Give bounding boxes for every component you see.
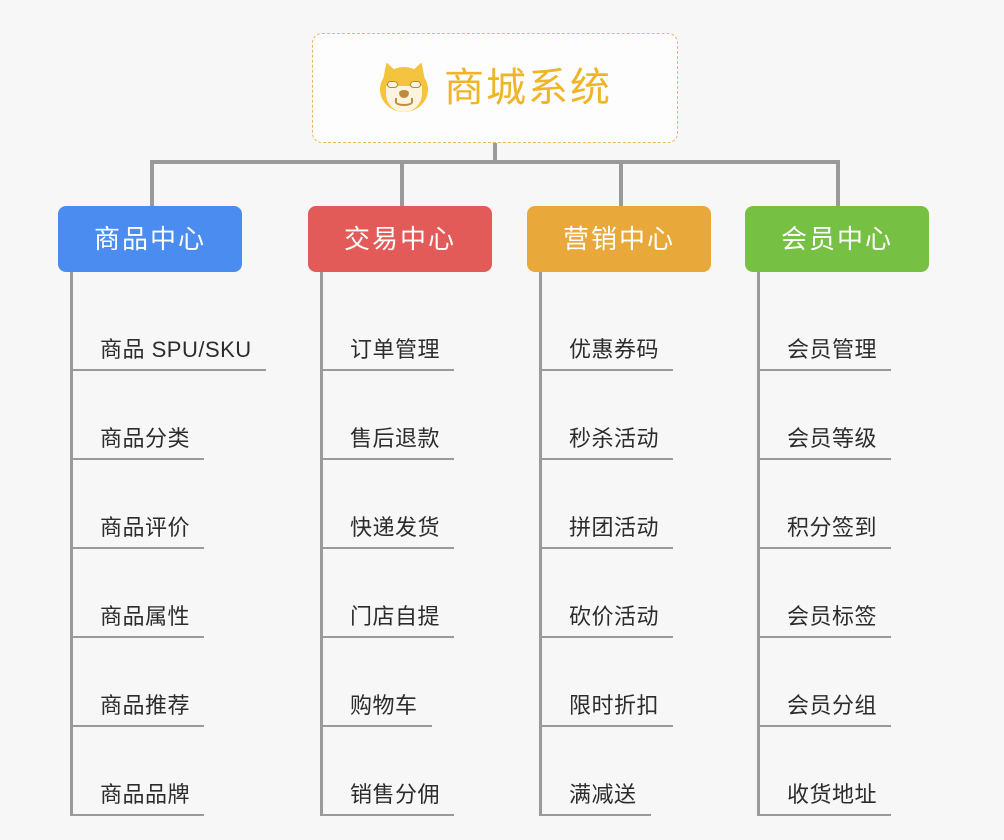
root-title: 商城系统	[444, 66, 612, 110]
leaf-item[interactable]: 购物车	[308, 638, 528, 727]
leaf-label: 会员分组	[787, 692, 878, 718]
leaf-item[interactable]: 满减送	[527, 727, 747, 816]
leaf-item[interactable]: 商品品牌	[58, 727, 278, 816]
connector-root-stem	[493, 143, 497, 164]
leaf-spine-4	[757, 272, 760, 816]
leaf-label: 商品品牌	[100, 781, 191, 807]
category-header-3[interactable]: 营销中心	[527, 206, 711, 272]
leaf-item[interactable]: 商品 SPU/SKU	[58, 282, 278, 371]
leaf-item[interactable]: 商品分类	[58, 371, 278, 460]
leaf-item[interactable]: 订单管理	[308, 282, 528, 371]
leaf-item[interactable]: 会员管理	[745, 282, 965, 371]
category-label-2: 交易中心	[343, 224, 456, 254]
leaf-list-2: 订单管理 售后退款 快递发货 门店自提 购物车 销售分佣	[308, 272, 528, 816]
leaf-list-1: 商品 SPU/SKU 商品分类 商品评价 商品属性 商品推荐 商品品牌	[58, 272, 278, 816]
category-column-1: 商品中心 商品 SPU/SKU 商品分类 商品评价 商品属性 商品推荐 商品品牌	[58, 206, 278, 816]
leaf-label: 会员管理	[787, 336, 878, 362]
category-header-2[interactable]: 交易中心	[308, 206, 492, 272]
category-label-1: 商品中心	[93, 224, 206, 254]
connector-drop-1	[150, 160, 154, 208]
leaf-item[interactable]: 限时折扣	[527, 638, 747, 727]
category-column-3: 营销中心 优惠券码 秒杀活动 拼团活动 砍价活动 限时折扣 满减送	[527, 206, 747, 816]
leaf-item[interactable]: 秒杀活动	[527, 371, 747, 460]
leaf-label: 收货地址	[787, 781, 878, 807]
leaf-item[interactable]: 砍价活动	[527, 549, 747, 638]
leaf-item[interactable]: 拼团活动	[527, 460, 747, 549]
root-node[interactable]: 商城系统	[312, 33, 678, 143]
leaf-label: 商品 SPU/SKU	[100, 336, 252, 362]
leaf-spine-2	[320, 272, 323, 816]
connector-drop-2	[400, 160, 404, 208]
leaf-item[interactable]: 快递发货	[308, 460, 528, 549]
leaf-label: 购物车	[350, 692, 418, 718]
leaf-item[interactable]: 会员等级	[745, 371, 965, 460]
leaf-item[interactable]: 销售分佣	[308, 727, 528, 816]
leaf-label: 限时折扣	[569, 692, 660, 718]
category-label-4: 会员中心	[780, 224, 893, 254]
leaf-label: 砍价活动	[569, 603, 660, 629]
leaf-item[interactable]: 会员标签	[745, 549, 965, 638]
shiba-inu-icon	[377, 59, 431, 114]
category-label-3: 营销中心	[562, 224, 675, 254]
leaf-list-3: 优惠券码 秒杀活动 拼团活动 砍价活动 限时折扣 满减送	[527, 272, 747, 816]
category-header-4[interactable]: 会员中心	[745, 206, 929, 272]
leaf-item[interactable]: 收货地址	[745, 727, 965, 816]
leaf-spine-3	[539, 272, 542, 816]
leaf-label: 满减送	[569, 781, 637, 807]
leaf-item[interactable]: 优惠券码	[527, 282, 747, 371]
leaf-label: 售后退款	[350, 425, 441, 451]
leaf-label: 商品属性	[100, 603, 191, 629]
leaf-label: 秒杀活动	[569, 425, 660, 451]
leaf-label: 会员标签	[787, 603, 878, 629]
category-header-1[interactable]: 商品中心	[58, 206, 242, 272]
leaf-label: 门店自提	[350, 603, 441, 629]
connector-drop-4	[836, 160, 840, 208]
leaf-label: 积分签到	[787, 514, 878, 540]
leaf-item[interactable]: 门店自提	[308, 549, 528, 638]
leaf-label: 商品推荐	[100, 692, 191, 718]
connector-drop-3	[619, 160, 623, 208]
connector-horizontal-bus	[150, 160, 840, 164]
leaf-item[interactable]: 商品推荐	[58, 638, 278, 727]
category-column-2: 交易中心 订单管理 售后退款 快递发货 门店自提 购物车 销售分佣	[308, 206, 528, 816]
leaf-item[interactable]: 商品评价	[58, 460, 278, 549]
leaf-label: 商品评价	[100, 514, 191, 540]
leaf-label: 商品分类	[100, 425, 191, 451]
leaf-label: 优惠券码	[569, 336, 660, 362]
leaf-label: 会员等级	[787, 425, 878, 451]
leaf-spine-1	[70, 272, 73, 816]
category-column-4: 会员中心 会员管理 会员等级 积分签到 会员标签 会员分组 收货地址	[745, 206, 965, 816]
leaf-list-4: 会员管理 会员等级 积分签到 会员标签 会员分组 收货地址	[745, 272, 965, 816]
leaf-label: 快递发货	[350, 514, 441, 540]
leaf-label: 销售分佣	[350, 781, 441, 807]
leaf-item[interactable]: 会员分组	[745, 638, 965, 727]
leaf-label: 拼团活动	[569, 514, 660, 540]
leaf-item[interactable]: 商品属性	[58, 549, 278, 638]
leaf-item[interactable]: 售后退款	[308, 371, 528, 460]
leaf-label: 订单管理	[350, 336, 441, 362]
leaf-item[interactable]: 积分签到	[745, 460, 965, 549]
